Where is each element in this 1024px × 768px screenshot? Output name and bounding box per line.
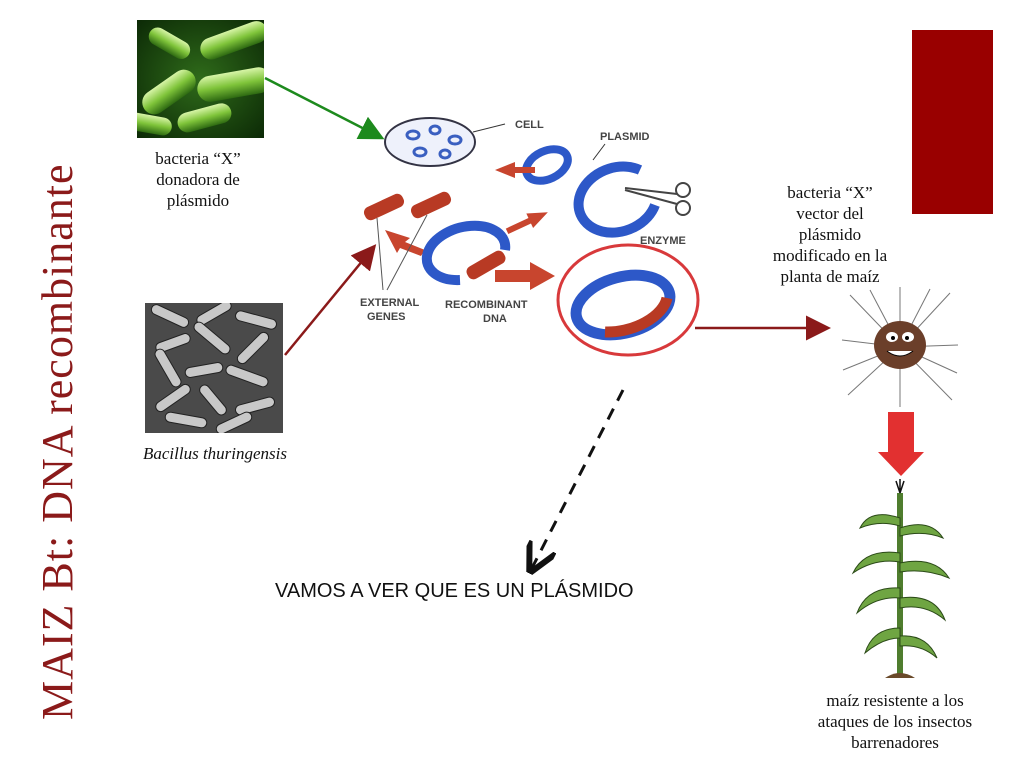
recombinant-label-2: DNA bbox=[483, 313, 507, 325]
plasmid-question-text: VAMOS A VER QUE ES UN PLÁSMIDO bbox=[275, 580, 634, 602]
cell-label: CELL bbox=[515, 119, 544, 131]
green-arrow bbox=[264, 76, 385, 140]
dashed-arrow bbox=[532, 389, 625, 568]
cartoon-bacterium-image bbox=[840, 285, 960, 410]
scissors-icon bbox=[624, 182, 691, 216]
donor-caption: bacteria “X” donadora de plásmido bbox=[155, 149, 241, 210]
cut-plasmid bbox=[573, 161, 660, 238]
green-bacteria-image bbox=[137, 20, 264, 138]
highlight-circle bbox=[556, 243, 700, 357]
red-accent-block bbox=[912, 30, 993, 214]
open-plasmid bbox=[421, 220, 511, 286]
cell-shape bbox=[384, 117, 476, 167]
enzyme-label: ENZYME bbox=[640, 235, 686, 247]
corn-plant-image bbox=[845, 478, 955, 678]
external-gene-2 bbox=[410, 191, 452, 219]
plasmid-label: PLASMID bbox=[600, 131, 650, 143]
bt-caption: Bacillus thuringensis bbox=[142, 444, 288, 463]
bacillus-micrograph-image bbox=[145, 303, 283, 433]
recombinant-dna-diagram: CELL PLASMID ENZYME EXTERNAL GENES RECOM… bbox=[360, 117, 691, 341]
recombinant-label-1: RECOMBINANT bbox=[445, 299, 528, 311]
vector-caption: bacteria “X” vector del plásmido modific… bbox=[772, 183, 888, 286]
maize-caption: maíz resistente a los ataques de los ins… bbox=[817, 691, 973, 752]
small-plasmid bbox=[522, 145, 572, 185]
bt-arrow bbox=[284, 244, 377, 356]
external-gene-1 bbox=[363, 193, 405, 221]
external-genes-label-2: GENES bbox=[367, 311, 406, 323]
down-arrow-icon bbox=[878, 412, 924, 476]
external-genes-label-1: EXTERNAL bbox=[360, 297, 420, 309]
